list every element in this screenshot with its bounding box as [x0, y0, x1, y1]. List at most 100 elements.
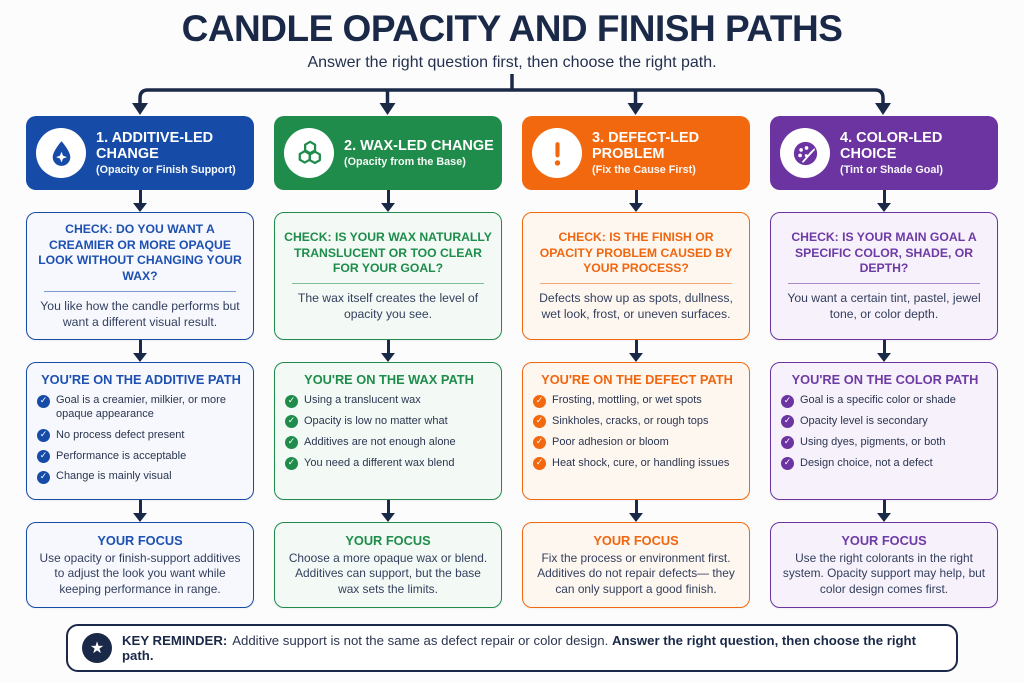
path-item: ✓Additives are not enough alone: [285, 436, 493, 450]
path-item: ✓Change is mainly visual: [37, 470, 245, 484]
header-wax: 2. WAX-LED CHANGE (Opacity from the Base…: [274, 116, 502, 190]
check-body: You want a certain tint, pastel, jewel t…: [787, 290, 981, 321]
branch-connector-lines: [132, 74, 891, 115]
path-item-text: Design choice, not a defect: [800, 456, 933, 469]
check-heading: CHECK: IS THE FINISH OR OPACITY PROBLEM …: [539, 229, 733, 276]
path-item-text: Opacity is low no matter what: [304, 414, 448, 427]
focus-body: Fix the process or environment first. Ad…: [537, 550, 735, 596]
path-item-text: Using a translucent wax: [304, 394, 421, 406]
path-list: ✓ Goal is a specific color or shade ✓ Opac…: [781, 394, 989, 471]
focus-box-wax: YOUR FOCUS Choose a more opaque wax or b…: [274, 522, 502, 608]
focus-body: Use opacity or finish-support additives …: [39, 550, 241, 596]
branch-connector: [26, 74, 998, 116]
path-list: ✓ Using a translucent wax ✓ Opacity is low…: [285, 394, 493, 471]
path-item-text: You need a different wax blend: [304, 456, 455, 469]
check-bullet-icon: ✓: [533, 394, 546, 408]
path-box-color: YOU'RE ON THE COLOR PATH ✓ Goal is a spec…: [770, 362, 998, 500]
path-item-text: Heat shock, cure, or handling issues: [552, 456, 730, 469]
path-item-text: Using dyes, pigments, or both: [800, 435, 946, 448]
focus-body: Choose a more opaque wax or blend. Addit…: [288, 550, 488, 596]
check-bullet-icon: ✓: [285, 394, 298, 408]
header-title: 2. WAX-LED CHANGE: [344, 137, 494, 154]
divider: [292, 282, 484, 284]
check-bullet-icon: ✓: [533, 415, 546, 429]
path-item-text: Goal is a specific color or shade: [800, 394, 956, 406]
path-box-wax: YOU'RE ON THE WAX PATH ✓Using a transluc…: [274, 362, 502, 500]
column-additive: 1. ADDITIVE-LED CHANGE (Opacity or Finis…: [26, 116, 254, 608]
down-arrow: [770, 190, 998, 212]
check-bullet-icon: ✓: [533, 457, 546, 471]
path-list: ✓Goal is a creamier, milkier, or more op…: [37, 394, 245, 484]
check-bullet-icon: ✓: [285, 415, 298, 429]
columns-grid: 1. ADDITIVE-LED CHANGE (Opacity or Finis…: [26, 116, 998, 608]
check-bullet-icon: ✓: [285, 457, 298, 471]
page-subtitle: Answer the right question first, then ch…: [307, 54, 717, 71]
droplet-icon: [36, 128, 86, 178]
focus-heading: YOUR FOCUS: [345, 532, 431, 548]
path-item-text: Performance is acceptable: [56, 449, 187, 462]
path-item: ✓ You need a different wax blend: [285, 457, 493, 471]
header-title: 3. DEFECT-LED PROBLEM: [592, 129, 700, 162]
focus-body: Use the right colorants in the right sys…: [782, 550, 986, 596]
check-bullet-icon: ✓: [533, 436, 546, 450]
down-arrow: [274, 500, 502, 522]
path-item: ✓Using dyes, pigments, or both: [781, 436, 989, 450]
path-heading: YOU'RE ON THE ADDITIVE PATH: [41, 372, 241, 387]
focus-heading: YOUR FOCUS: [97, 532, 183, 548]
check-bullet-icon: ✓: [781, 394, 794, 408]
check-bullet-icon: ✓: [781, 457, 794, 471]
header-subtitle: (Tint or Shade Goal): [840, 164, 943, 177]
divider: [540, 282, 732, 284]
check-body: You like how the candle performs but wan…: [40, 298, 240, 329]
focus-heading: YOUR FOCUS: [593, 532, 679, 548]
path-list: ✓Frosting, mottling, or wet spots ✓Sinkh…: [533, 394, 741, 471]
down-arrow: [522, 340, 750, 362]
path-item: ✓ Performance is acceptable: [37, 450, 245, 464]
divider: [44, 290, 236, 292]
divider: [788, 282, 980, 284]
exclamation-icon: [532, 128, 582, 178]
header-subtitle: (Fix the Cause First): [592, 164, 696, 177]
path-item: ✓ Poor adhesion or bloom: [533, 436, 741, 450]
header-subtitle: (Opacity or Finish Support): [96, 164, 236, 177]
reminder-text: Additive support is not the same as defe…: [232, 633, 609, 648]
check-heading: CHECK: IS YOUR MAIN GOAL A SPECIFIC COLO…: [791, 229, 977, 276]
header-title: 1. ADDITIVE-LED CHANGE: [96, 129, 214, 162]
down-arrow: [522, 500, 750, 522]
check-box-color: CHECK: IS YOUR MAIN GOAL A SPECIFIC COLO…: [770, 212, 998, 340]
check-body: The wax itself creates the level of opac…: [297, 290, 479, 321]
path-heading: YOU'RE ON THE DEFECT PATH: [541, 372, 733, 387]
header-text: 3. DEFECT-LED PROBLEM (Fix the Cause Fir…: [592, 130, 750, 176]
check-box-wax: CHECK: IS YOUR WAX NATURALLY TRANSLUCENT…: [274, 212, 502, 340]
path-item: ✓ Heat shock, cure, or handling issues: [533, 457, 741, 471]
star-icon: ★: [82, 633, 112, 663]
path-item-text: Poor adhesion or bloom: [552, 435, 669, 448]
path-item-text: Change is mainly visual: [56, 470, 172, 483]
path-item-text: Opacity level is secondary: [800, 414, 928, 427]
path-heading: YOU'RE ON THE COLOR PATH: [791, 372, 979, 387]
path-item-text: Sinkholes, cracks, or rough tops: [552, 414, 709, 427]
focus-box-color: YOUR FOCUS Use the right colorants in th…: [770, 522, 998, 608]
check-bullet-icon: ✓: [37, 394, 50, 408]
down-arrow: [274, 340, 502, 362]
header-title: 4. COLOR-LED CHOICE: [840, 129, 943, 162]
focus-box-additive: YOUR FOCUS Use opacity or finish-support…: [26, 522, 254, 608]
path-box-defect: YOU'RE ON THE DEFECT PATH ✓Frosting, mot…: [522, 362, 750, 500]
check-bullet-icon: ✓: [781, 415, 794, 429]
check-bullet-icon: ✓: [37, 450, 50, 464]
path-item: ✓ Using a translucent wax: [285, 394, 493, 408]
check-heading: CHECK: DO YOU WANT A CREAMIER OR MORE OP…: [38, 222, 242, 284]
column-color: 4. COLOR-LED CHOICE (Tint or Shade Goal)…: [770, 116, 998, 608]
path-item: ✓ Design choice, not a defect: [781, 457, 989, 471]
check-bullet-icon: ✓: [285, 436, 298, 450]
header-additive: 1. ADDITIVE-LED CHANGE (Opacity or Finis…: [26, 116, 254, 190]
focus-box-defect: YOUR FOCUS Fix the process or environmen…: [522, 522, 750, 608]
focus-heading: YOUR FOCUS: [841, 532, 927, 548]
header-text: 2. WAX-LED CHANGE (Opacity from the Base…: [344, 138, 494, 168]
header-defect: 3. DEFECT-LED PROBLEM (Fix the Cause Fir…: [522, 116, 750, 190]
check-box-defect: CHECK: IS THE FINISH OR OPACITY PROBLEM …: [522, 212, 750, 340]
header-text: 4. COLOR-LED CHOICE (Tint or Shade Goal): [840, 130, 998, 176]
header-color: 4. COLOR-LED CHOICE (Tint or Shade Goal): [770, 116, 998, 190]
column-defect: 3. DEFECT-LED PROBLEM (Fix the Cause Fir…: [522, 116, 750, 608]
